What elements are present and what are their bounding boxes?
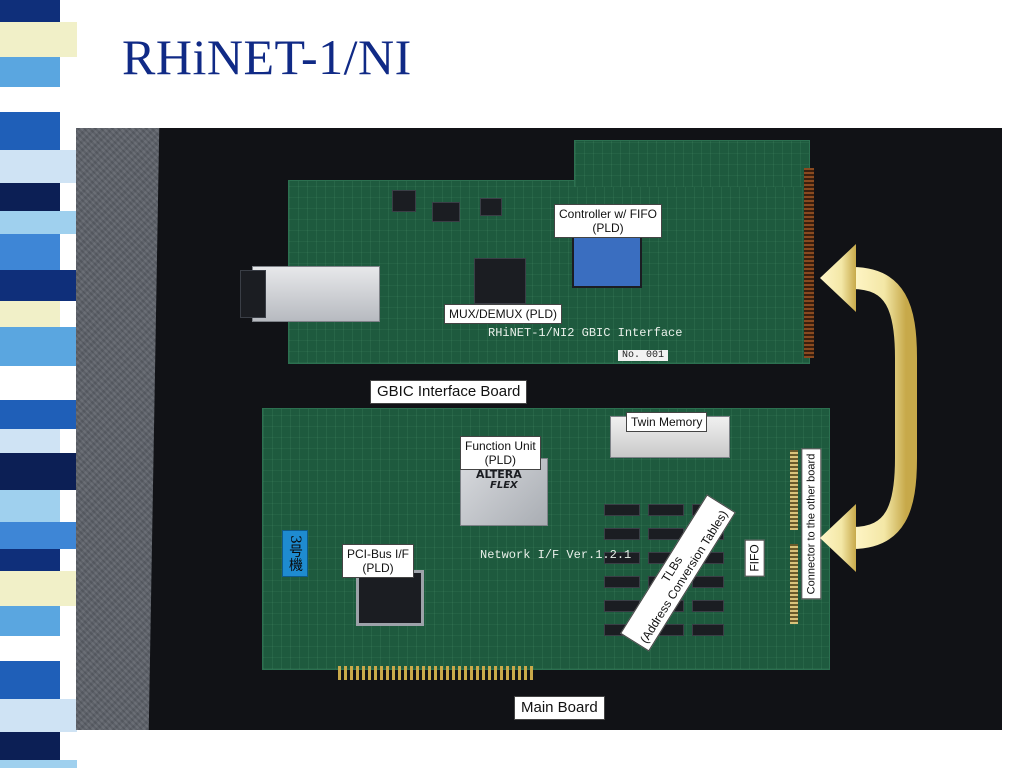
double-curved-arrow-icon xyxy=(820,244,917,572)
stripe-segment xyxy=(0,327,77,366)
stripe-segment xyxy=(0,760,77,768)
mux-pld-chip xyxy=(474,258,526,304)
stripe-segment xyxy=(0,571,77,606)
stripe-segment xyxy=(0,270,77,301)
stripe-segment xyxy=(0,183,60,211)
label-main-board: Main Board xyxy=(514,696,605,720)
stripe-segment xyxy=(0,150,77,183)
label-controller-fifo: Controller w/ FIFO (PLD) xyxy=(554,204,663,238)
altera-brand-text: ALTERA xyxy=(476,468,522,481)
stripe-segment xyxy=(0,429,60,453)
gbic-board-upper-extension xyxy=(574,140,810,187)
label-twin-memory: Twin Memory xyxy=(626,412,708,432)
gbic-small-chip-3 xyxy=(480,198,502,216)
stripe-segment xyxy=(0,57,60,87)
stripe-segment xyxy=(0,234,60,270)
stripe-segment xyxy=(0,636,77,661)
gbic-connector-port xyxy=(240,270,266,318)
stripe-segment xyxy=(0,366,60,400)
stripe-segment xyxy=(0,661,60,699)
stripe-segment xyxy=(0,87,77,112)
board-photo: RHiNET-1/NI2 GBIC Interface No. 001 Cont… xyxy=(76,128,1002,730)
stripe-segment xyxy=(0,549,60,571)
gbic-edge-connector xyxy=(804,168,814,358)
label-mux-demux: MUX/DEMUX (PLD) xyxy=(444,304,563,324)
gbic-module xyxy=(252,266,380,322)
stripe-segment xyxy=(0,301,60,327)
stripe-segment xyxy=(0,453,77,490)
pci-edge-connector xyxy=(338,666,534,680)
main-board xyxy=(262,408,830,670)
label-function-unit: Function Unit (PLD) xyxy=(460,436,541,470)
board-to-board-connector-lower xyxy=(790,544,798,624)
stripe-segment xyxy=(0,22,77,57)
gbic-small-chip-1 xyxy=(392,190,416,212)
slide-title: RHiNET-1/NI xyxy=(122,29,412,85)
stripe-segment xyxy=(0,606,60,636)
stripe-segment xyxy=(0,490,60,522)
label-pci-bus-if: PCI-Bus I/F (PLD) xyxy=(342,544,415,578)
label-gbic-interface-board: GBIC Interface Board xyxy=(370,380,528,404)
board-stamp-sticker: 3号機 xyxy=(282,530,308,577)
serial-number-plate: No. 001 xyxy=(618,350,669,361)
stripe-segment xyxy=(0,522,77,549)
decorative-stripe-bar xyxy=(0,0,94,768)
board-to-board-connector-upper xyxy=(790,450,798,530)
label-fifo: FIFO xyxy=(744,539,765,577)
flex-brand-text: FLEX xyxy=(490,480,518,491)
stripe-segment xyxy=(0,112,60,150)
network-if-silkscreen: Network I/F Ver.1.2.1 xyxy=(480,548,632,562)
controller-pld-chip xyxy=(572,230,642,288)
stripe-segment xyxy=(0,400,77,429)
gbic-small-chip-2 xyxy=(432,202,460,222)
stripe-segment xyxy=(0,211,77,234)
pci-bus-pld-chip xyxy=(356,570,424,626)
stripe-segment xyxy=(0,699,77,732)
gbic-board-silkscreen-title: RHiNET-1/NI2 GBIC Interface xyxy=(488,326,683,340)
stripe-segment xyxy=(0,0,60,22)
stripe-segment xyxy=(0,732,60,760)
